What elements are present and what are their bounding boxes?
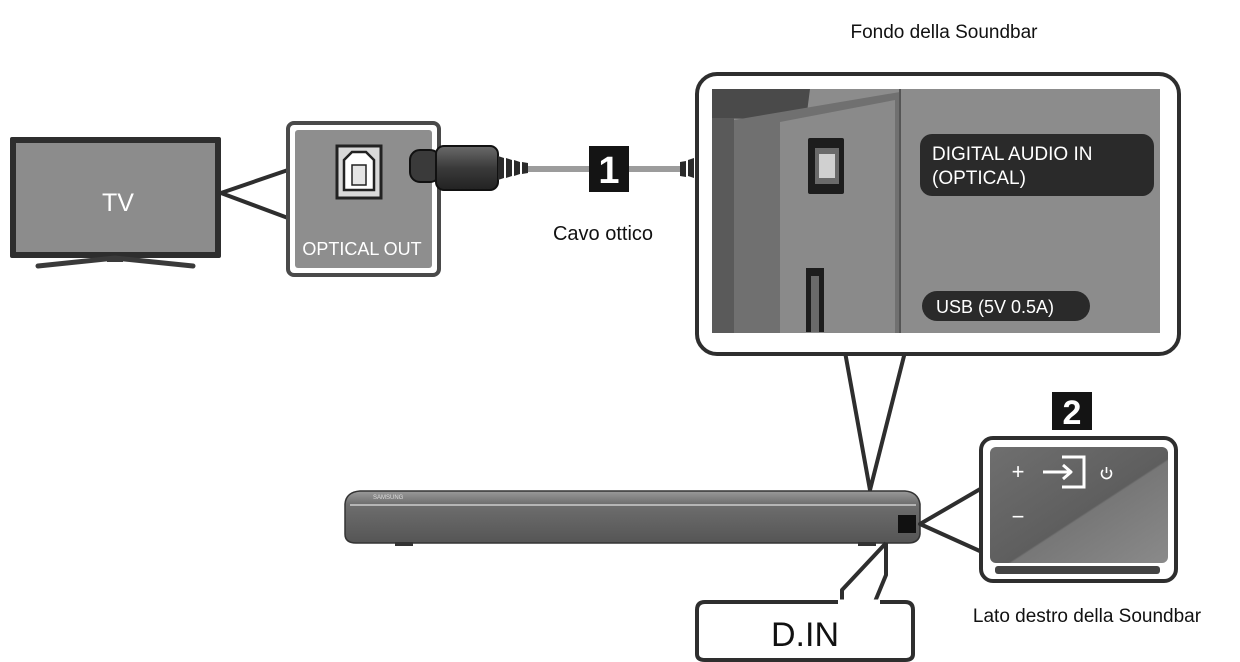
usb-label: USB (5V 0.5A) [936, 297, 1054, 317]
step-2-badge: 2 [1052, 392, 1092, 432]
right-side-title: Lato destro della Soundbar [973, 606, 1202, 627]
din-port-icon [898, 515, 916, 533]
din-callout-pointer [840, 541, 888, 605]
digital-audio-in-label: DIGITAL AUDIO IN [932, 144, 1092, 165]
optical-out-label: OPTICAL OUT [302, 239, 421, 259]
soundbar-bottom-panel: DIGITAL AUDIO IN (OPTICAL) USB (5V 0.5A) [695, 72, 1181, 492]
tv-label: TV [102, 189, 134, 217]
digital-audio-in-optical-label: (OPTICAL) [932, 168, 1026, 189]
power-icon [1100, 467, 1113, 480]
input-source-icon [1043, 455, 1086, 489]
din-label-box: D.IN [695, 599, 915, 662]
digital-audio-in-port-icon [808, 138, 844, 194]
optical-out-panel: OPTICAL OUT [286, 121, 441, 277]
soundbar-bottom-title: Fondo della Soundbar [851, 22, 1039, 43]
tv-illustration: TV [10, 137, 221, 269]
optical-port-icon [335, 144, 383, 200]
soundbar-right-side-panel: + − [918, 436, 1178, 583]
step-1-number: 1 [598, 150, 619, 192]
step-1-badge: 1 [589, 146, 629, 192]
volume-down-label: − [1012, 504, 1025, 529]
soundbar-illustration: SAMSUNG [344, 490, 921, 546]
din-label: D.IN [771, 616, 839, 654]
tv-callout-pointer [219, 168, 290, 220]
step-2-number: 2 [1063, 394, 1082, 432]
volume-up-label: + [1012, 459, 1025, 484]
brand-logo: SAMSUNG [373, 495, 404, 501]
cable-label: Cavo ottico [553, 223, 653, 245]
